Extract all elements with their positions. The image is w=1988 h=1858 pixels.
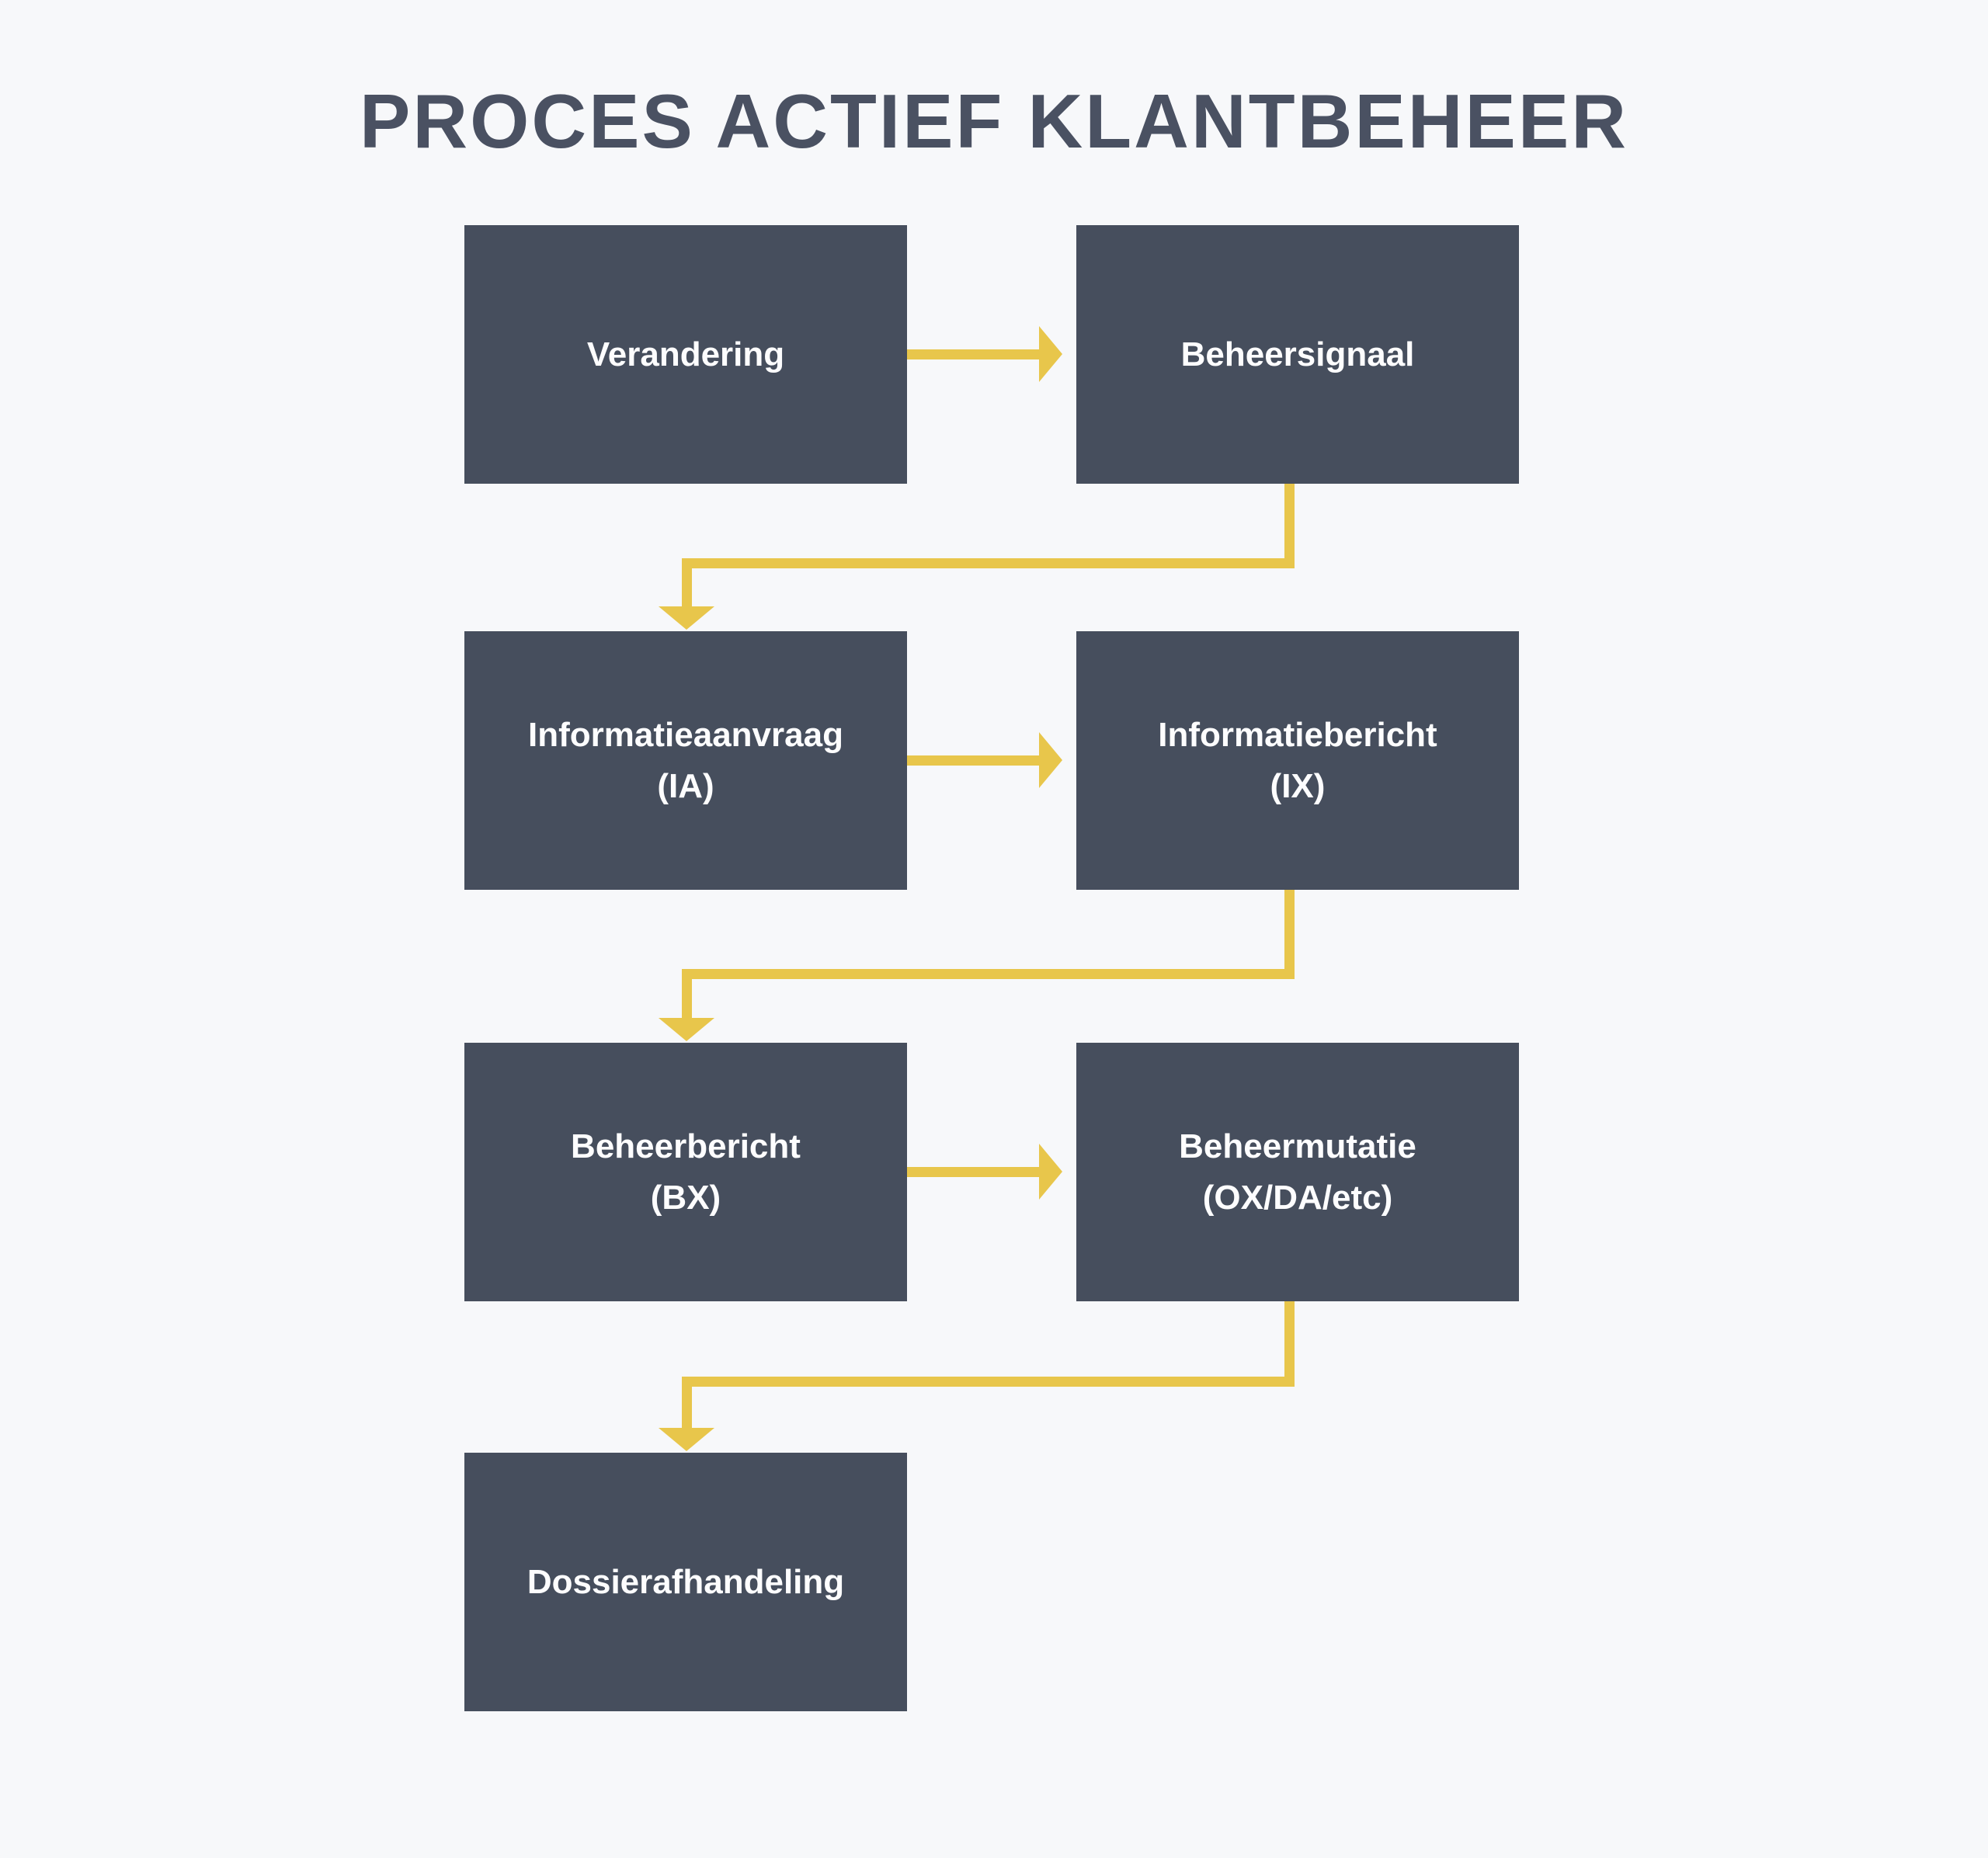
elbow-horizontal	[682, 558, 1295, 568]
flow-box-informatiebericht: Informatiebericht (IX)	[1076, 631, 1519, 890]
arrow-shaft	[907, 349, 1039, 359]
elbow-vertical-start	[1284, 890, 1295, 979]
arrowhead-down-icon	[659, 606, 714, 630]
elbow-vertical-start	[1284, 1301, 1295, 1387]
elbow-vertical-end	[682, 1377, 692, 1428]
arrowhead-right-icon	[1039, 1144, 1062, 1200]
flow-box-verandering: Verandering	[464, 225, 907, 484]
flow-box-beheermutatie: Beheermutatie (OX/DA/etc)	[1076, 1043, 1519, 1301]
arrowhead-right-icon	[1039, 732, 1062, 788]
arrow-shaft	[907, 755, 1039, 766]
elbow-vertical-end	[682, 969, 692, 1018]
elbow-horizontal	[682, 969, 1295, 979]
flow-box-beheersignaal: Beheersignaal	[1076, 225, 1519, 484]
diagram-title: PROCES ACTIEF KLANTBEHEER	[359, 78, 1628, 164]
arrowhead-down-icon	[659, 1018, 714, 1041]
arrow-shaft	[907, 1167, 1039, 1177]
elbow-vertical-start	[1284, 484, 1295, 568]
flow-box-informatieaanvraag: Informatieaanvraag (IA)	[464, 631, 907, 890]
arrowhead-down-icon	[659, 1428, 714, 1451]
flow-box-beheerbericht: Beheerbericht (BX)	[464, 1043, 907, 1301]
elbow-vertical-end	[682, 558, 692, 606]
arrowhead-right-icon	[1039, 326, 1062, 382]
flow-box-dossierafhandeling: Dossierafhandeling	[464, 1453, 907, 1711]
elbow-horizontal	[682, 1377, 1295, 1387]
